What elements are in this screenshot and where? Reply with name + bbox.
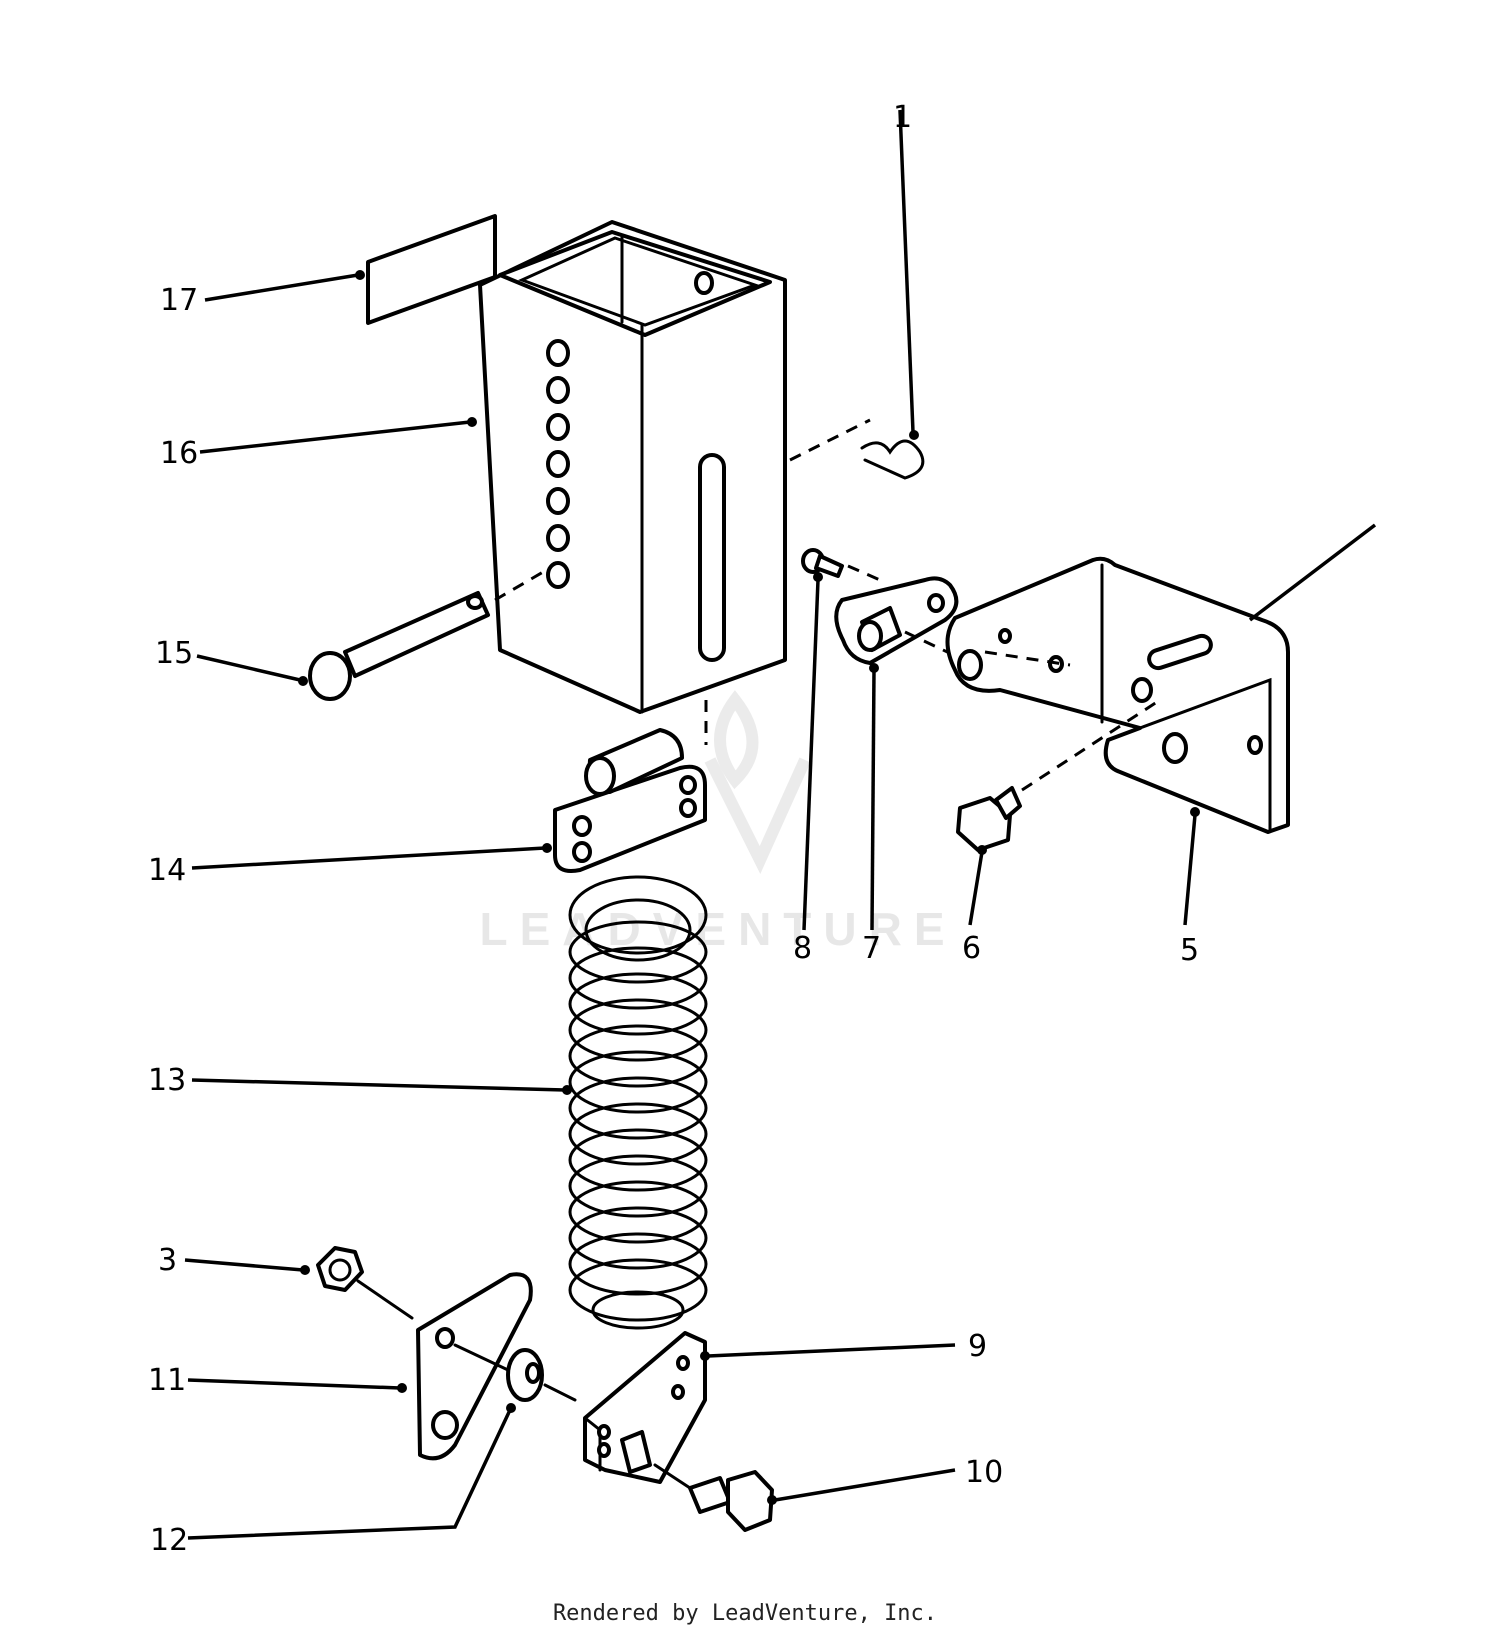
callout-15: 15 [155, 636, 193, 671]
callout-3: 3 [158, 1243, 177, 1278]
footer-credit: Rendered by LeadVenture, Inc. [553, 1601, 937, 1626]
part-3-lock-nut[interactable] [316, 1246, 364, 1292]
part-14-spring-bracket[interactable] [553, 700, 708, 873]
callout-1: 1 [893, 100, 912, 135]
part-17-decal[interactable] [366, 214, 497, 325]
part-5-mounting-bracket[interactable] [945, 556, 1290, 834]
callout-5: 5 [1180, 933, 1199, 968]
part-8-screw[interactable] [801, 548, 881, 582]
callout-17: 17 [160, 283, 198, 318]
part-11-spring-plate[interactable] [356, 1272, 533, 1461]
callout-12: 12 [150, 1523, 188, 1558]
callout-8: 8 [793, 931, 812, 966]
leader-lines [184, 109, 1200, 1540]
callout-6: 6 [962, 931, 981, 966]
callout-10: 10 [965, 1455, 1003, 1490]
callout-14: 14 [148, 853, 186, 888]
part-15-clevis-pin[interactable] [308, 566, 551, 701]
callout-16: 16 [160, 436, 198, 471]
part-9-anchor-plate[interactable] [583, 1331, 707, 1484]
part-7-pivot-plate[interactable] [834, 576, 961, 665]
watermark-text: LEADVENTURE [479, 903, 956, 955]
callout-11: 11 [148, 1363, 186, 1398]
callout-7: 7 [862, 931, 881, 966]
part-13-coil-spring[interactable] [568, 875, 708, 1330]
part-12-washer[interactable] [453, 1343, 577, 1402]
watermark-logo [704, 690, 811, 874]
bracket-leader-line [1248, 523, 1377, 622]
callout-13: 13 [148, 1063, 186, 1098]
part-10-hex-bolt[interactable] [653, 1463, 774, 1532]
part-1-hairpin-clip[interactable] [789, 418, 925, 480]
part-16-square-tube[interactable] [478, 220, 787, 714]
callout-9: 9 [968, 1329, 987, 1364]
part-6-hex-bolt[interactable] [956, 698, 1161, 852]
